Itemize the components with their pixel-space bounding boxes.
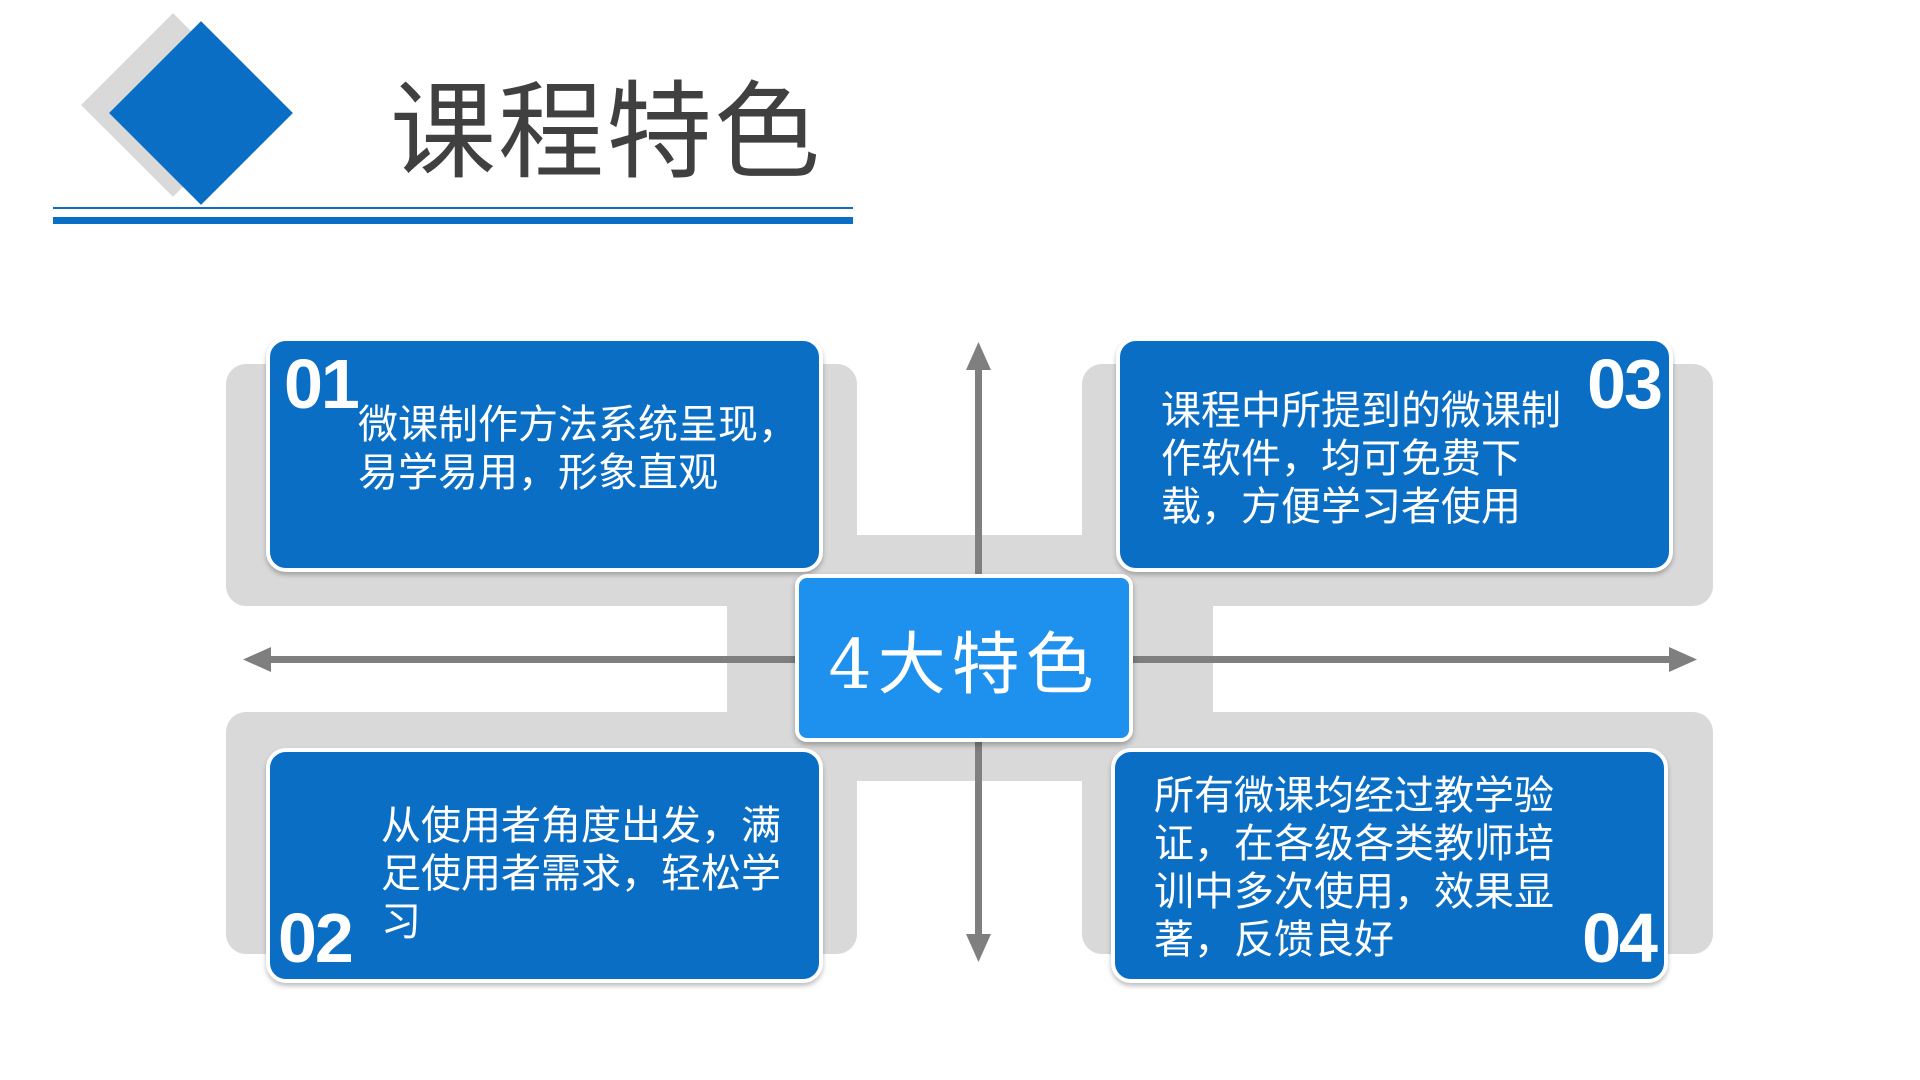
title-rule-thick [53,217,853,224]
feature-text: 从使用者角度出发，满足使用者需求，轻松学习 [381,803,781,945]
feature-number: 02 [278,899,354,977]
center-label-box: 4大特色 [795,574,1133,742]
feature-card-01: 01 微课制作方法系统呈现，易学易用，形象直观 [266,337,823,572]
arrow-left-icon [243,647,796,672]
feature-number: 01 [284,345,360,423]
feature-number: 04 [1582,899,1658,977]
feature-number: 03 [1587,345,1663,423]
feature-text: 所有微课均经过教学验证，在各级各类教师培训中多次使用，效果显著，反馈良好 [1154,773,1554,963]
title-rule-thin [53,207,853,209]
arrow-right-icon [1130,647,1697,672]
feature-card-04: 所有微课均经过教学验证，在各级各类教师培训中多次使用，效果显著，反馈良好 04 [1111,748,1668,983]
feature-text: 微课制作方法系统呈现，易学易用，形象直观 [358,402,798,496]
feature-text: 课程中所提到的微课制作软件，均可免费下载，方便学习者使用 [1161,388,1561,530]
page-title: 课程特色 [390,71,822,194]
feature-card-02: 从使用者角度出发，满足使用者需求，轻松学习 02 [266,748,823,983]
feature-card-03: 03 课程中所提到的微课制作软件，均可免费下载，方便学习者使用 [1116,337,1673,572]
center-label: 4大特色 [828,625,1100,705]
